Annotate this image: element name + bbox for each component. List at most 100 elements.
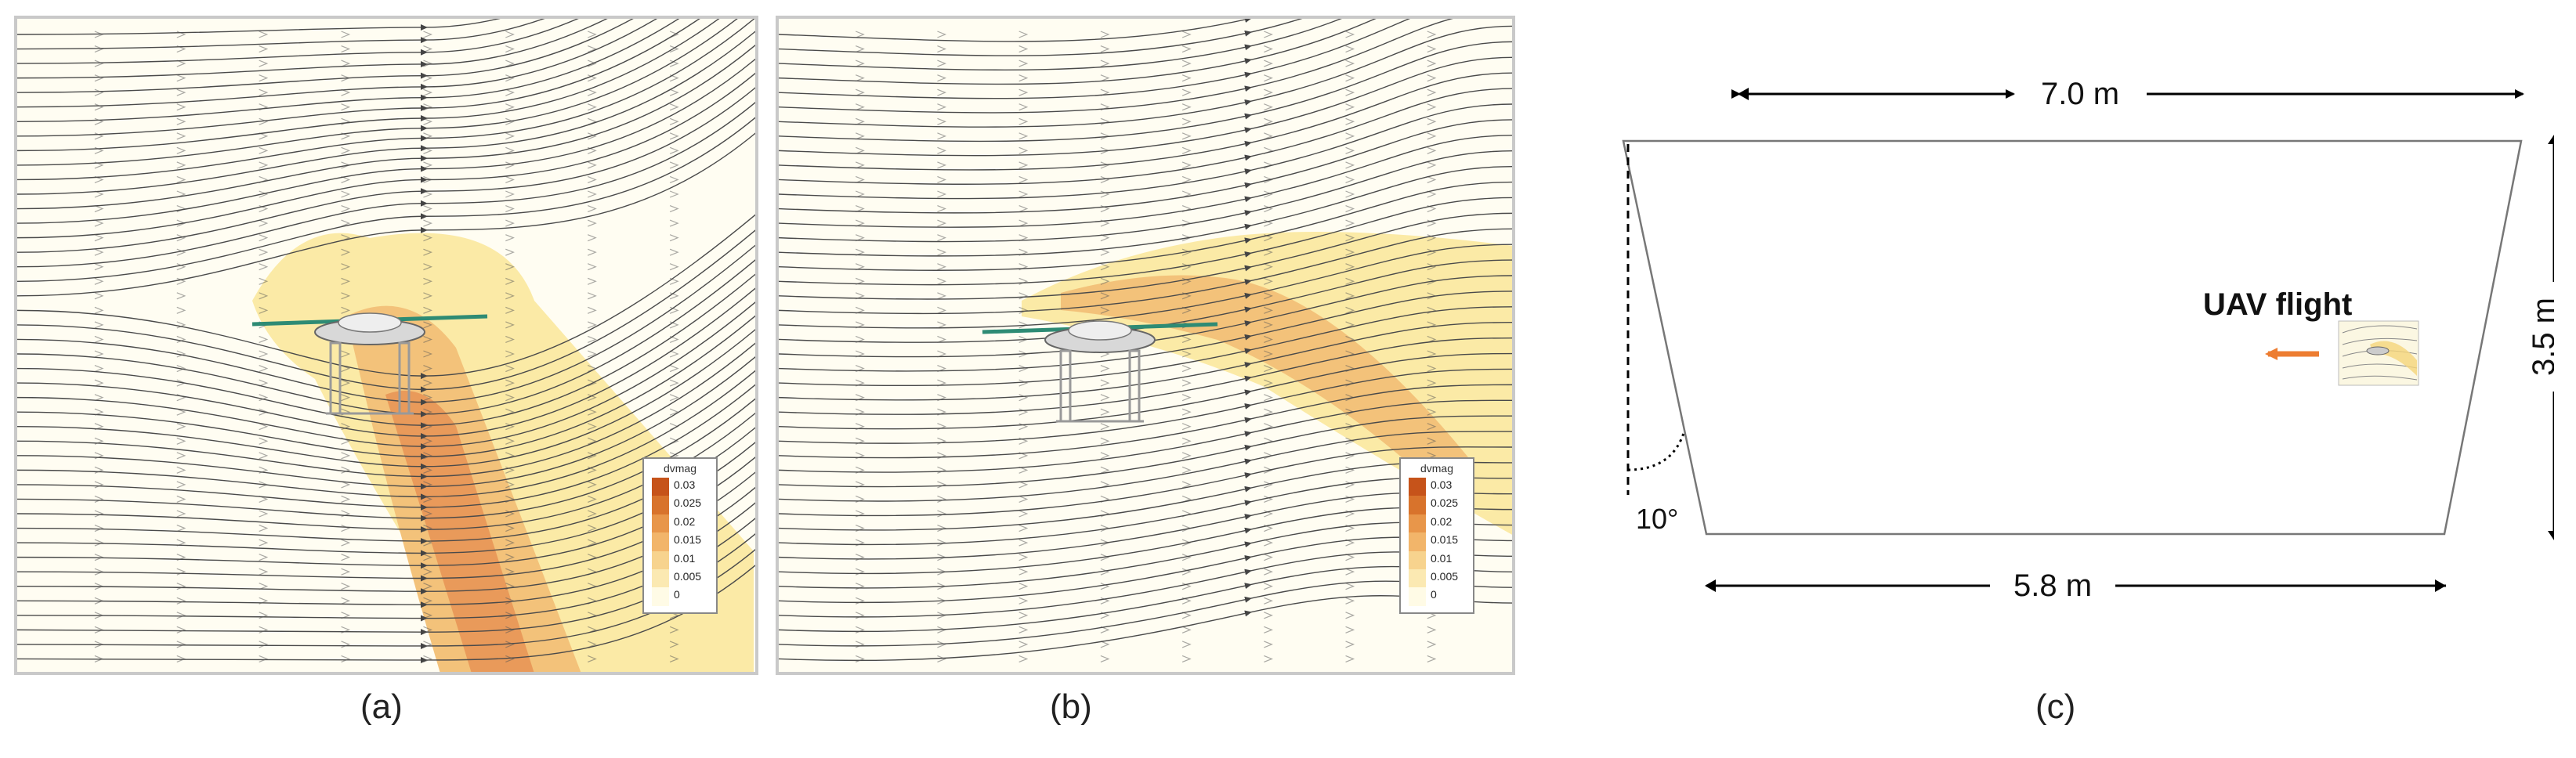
flow-arrow bbox=[505, 277, 515, 285]
flow-arrow bbox=[176, 74, 186, 82]
flow-arrow bbox=[855, 612, 865, 619]
flow-arrow bbox=[259, 263, 269, 271]
streamline bbox=[17, 19, 608, 79]
flow-arrow bbox=[669, 117, 679, 125]
flow-arrow bbox=[1345, 175, 1355, 184]
flow-arrow bbox=[855, 292, 865, 300]
flow-arrow bbox=[1427, 45, 1437, 53]
flow-arrow bbox=[855, 45, 865, 53]
flow-arrow bbox=[94, 655, 104, 663]
flow-arrow bbox=[937, 641, 947, 648]
flow-arrow bbox=[505, 60, 515, 67]
legend-tick: 0.025 bbox=[674, 496, 702, 510]
flow-arrow bbox=[1427, 394, 1437, 402]
flow-arrow bbox=[587, 510, 597, 518]
flow-arrow bbox=[259, 234, 269, 242]
flow-arrow bbox=[259, 481, 269, 489]
flow-arrow bbox=[259, 292, 269, 300]
streamline bbox=[17, 287, 755, 439]
wake-peak bbox=[385, 391, 534, 672]
flow-arrow bbox=[176, 437, 186, 445]
flow-arrow bbox=[587, 350, 597, 358]
legend-tick-labels: 0.03 0.025 0.02 0.015 0.01 0.005 0 bbox=[1431, 476, 1458, 605]
flow-arrow bbox=[1345, 597, 1355, 605]
flow-arrow bbox=[259, 219, 269, 227]
flow-arrow bbox=[1018, 655, 1029, 663]
flow-arrow bbox=[669, 60, 679, 67]
flow-arrow bbox=[1345, 321, 1355, 329]
flow-arrow bbox=[505, 423, 515, 431]
flow-arrow bbox=[1018, 597, 1029, 605]
streamline bbox=[779, 197, 1512, 286]
flow-arrow bbox=[176, 88, 186, 96]
flow-arrow bbox=[855, 364, 865, 373]
flow-arrow bbox=[1181, 466, 1192, 474]
flow-arrow bbox=[176, 626, 186, 633]
flow-arrow bbox=[1100, 175, 1110, 184]
flow-arrow bbox=[259, 626, 269, 633]
flow-arrow bbox=[937, 597, 947, 605]
flow-arrow bbox=[1264, 466, 1273, 474]
flow-arrow bbox=[423, 423, 433, 431]
flow-arrow bbox=[587, 466, 597, 474]
flow-arrow bbox=[1345, 626, 1355, 633]
flow-arrow bbox=[176, 597, 186, 605]
flow-arrow bbox=[505, 364, 515, 373]
flow-arrow bbox=[423, 597, 433, 605]
flow-arrow bbox=[341, 452, 351, 460]
flow-arrow bbox=[1018, 190, 1029, 198]
streamline bbox=[17, 301, 755, 450]
flow-arrow bbox=[94, 364, 104, 373]
flow-arrow bbox=[341, 524, 351, 532]
flow-arrow bbox=[1427, 306, 1437, 314]
legend-tick: 0.015 bbox=[674, 533, 702, 547]
flow-arrow bbox=[94, 31, 104, 38]
flow-arrow bbox=[937, 626, 947, 633]
flow-arrow bbox=[855, 335, 865, 344]
flow-arrow bbox=[855, 306, 865, 314]
colorbar-swatch bbox=[652, 587, 669, 606]
flow-arrow bbox=[1264, 204, 1273, 213]
streamline bbox=[779, 25, 1512, 128]
streamline bbox=[779, 275, 1512, 358]
flow-arrow bbox=[505, 495, 515, 504]
flow-arrow bbox=[259, 45, 269, 53]
flow-arrow bbox=[1345, 31, 1355, 38]
flow-arrow bbox=[1264, 612, 1273, 619]
flow-arrow bbox=[423, 321, 433, 329]
flow-arrow bbox=[505, 524, 515, 532]
flow-arrow bbox=[1264, 117, 1273, 125]
flow-arrow bbox=[855, 510, 865, 518]
flow-arrow bbox=[1100, 292, 1110, 300]
streamline bbox=[17, 19, 658, 108]
flow-arrow bbox=[423, 554, 433, 561]
flow-arrow bbox=[1100, 510, 1110, 518]
flow-arrow bbox=[176, 524, 186, 532]
flow-arrow bbox=[669, 641, 679, 648]
flow-arrow bbox=[669, 626, 679, 633]
flow-arrow bbox=[669, 379, 679, 387]
legend-tick: 0.02 bbox=[1431, 514, 1453, 528]
flow-arrow bbox=[587, 219, 597, 227]
flow-arrow bbox=[1018, 146, 1029, 154]
flow-arrow bbox=[94, 495, 104, 504]
flow-arrow bbox=[1100, 655, 1110, 663]
flow-arrow bbox=[94, 350, 104, 358]
flow-arrow bbox=[94, 175, 104, 184]
flow-arrow bbox=[855, 379, 865, 387]
flow-arrow bbox=[1018, 583, 1029, 590]
flow-arrow bbox=[176, 306, 186, 314]
flow-arrow bbox=[1018, 234, 1029, 242]
flow-arrow bbox=[855, 423, 865, 431]
flow-arrow bbox=[94, 554, 104, 561]
colorbar-legend-a: dvmag 0.03 0.025 0.02 0.015 0.01 0.005 0 bbox=[642, 457, 718, 614]
flow-arrow bbox=[1018, 364, 1029, 373]
flow-arrow bbox=[259, 408, 269, 416]
flow-arrow bbox=[669, 190, 679, 198]
flow-arrow bbox=[855, 103, 865, 111]
flow-arrow bbox=[937, 408, 947, 416]
flow-arrow bbox=[1264, 626, 1273, 633]
flow-arrow bbox=[1018, 321, 1029, 329]
flow-arrow bbox=[505, 74, 515, 82]
streamline bbox=[779, 352, 1512, 430]
